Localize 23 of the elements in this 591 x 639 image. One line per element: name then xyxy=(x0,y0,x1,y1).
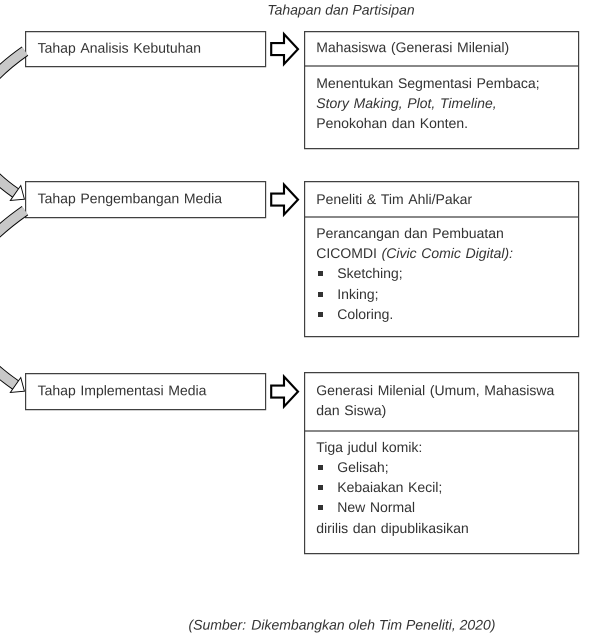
list-item: Gelisah; xyxy=(338,462,388,474)
list-item: Sketching; xyxy=(338,268,402,281)
heading-text: Generasi Milenial (Umum, Mahasiswa dan Siswa) xyxy=(316,384,554,418)
curved-arrow xyxy=(0,46,28,201)
curved-arrow xyxy=(0,206,28,393)
list-item: Coloring. xyxy=(338,308,392,322)
list-item: New Normal xyxy=(338,502,414,512)
caption: (Sumber: Dikembangkan oleh Tim Peneliti, 2020) xyxy=(189,619,495,633)
heading-text: Mahasiswa (Generasi Milenial) xyxy=(317,42,508,56)
list-item: Kebaiakan Kecil; xyxy=(338,482,442,494)
stage-box: Tahap Pengembangan Media xyxy=(25,181,266,218)
body-text: Menentukan Segmentasi Pembaca; Story Making, Plot, Timeline, Penokohan dan Konten. xyxy=(316,78,538,128)
block-arrow xyxy=(270,182,300,218)
body-text: Perancangan dan Pembuatan CICOMDI (Civic Comic Digital): xyxy=(316,228,512,261)
body-text: dirilis dan dipublikasikan xyxy=(316,522,468,536)
stage-box: Tahap Analisis Kebutuhan xyxy=(25,31,266,68)
block-arrow xyxy=(270,374,300,410)
title: Tahapan dan Partisipan xyxy=(268,4,414,18)
heading-text: Peneliti & Tim Ahli/Pakar xyxy=(317,194,472,204)
stage-box: Tahap Implementasi Media xyxy=(25,373,266,410)
body-text: Tiga judul komik: xyxy=(316,442,422,455)
block-arrow xyxy=(270,31,300,67)
list-item: Inking; xyxy=(338,288,378,302)
